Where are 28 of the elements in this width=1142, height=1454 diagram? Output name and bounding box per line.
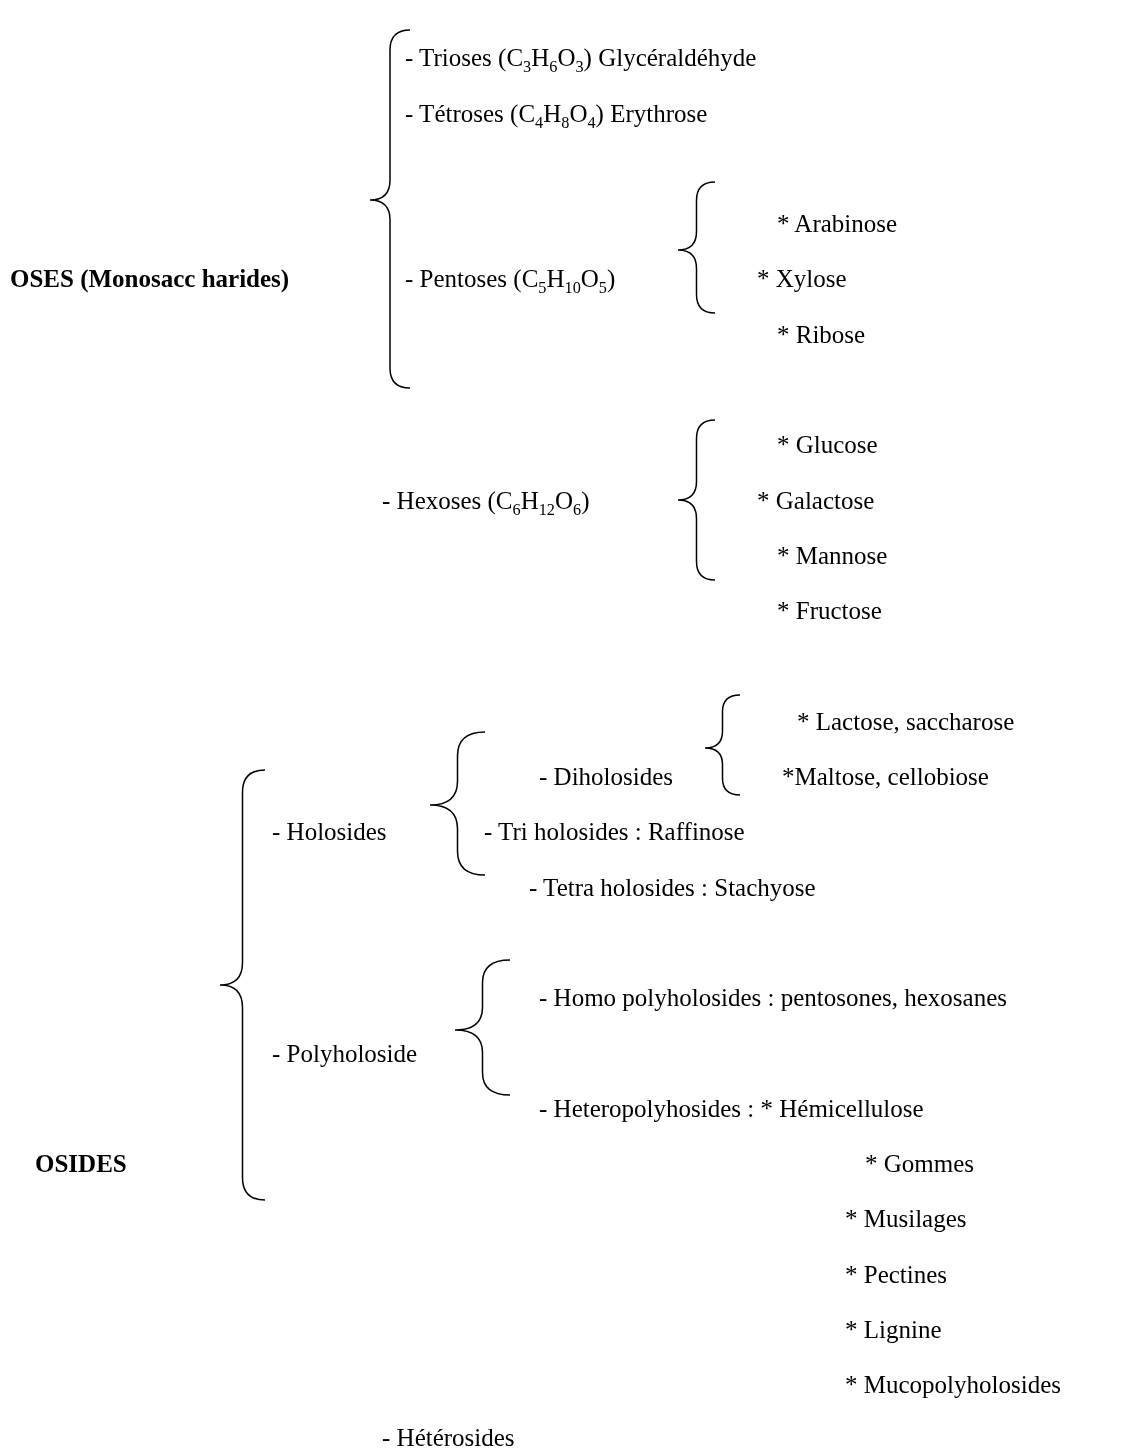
class-label: * Arabinose <box>777 209 898 239</box>
class-label: - Homo polyholosides : pentosones, hexosanes <box>539 983 1007 1013</box>
class-label: * Fructose <box>777 596 882 626</box>
class-label: * Lignine <box>845 1315 942 1345</box>
class-label: *Maltose, cellobiose <box>782 762 989 792</box>
class-label: * Xylose <box>757 264 847 294</box>
class-label: * Mannose <box>777 541 888 571</box>
class-label: - Tétroses (C$_{4}$H$_{8}$O$_{4}$) Erythrose <box>405 99 708 129</box>
class-label: * Musilages <box>845 1204 967 1234</box>
class-label: - Hétérosides <box>382 1423 515 1453</box>
class-label: - Trioses (C$_{3}$H$_{6}$O$_{3}$) Glycéraldéhyde <box>405 43 757 73</box>
class-label: * Mucopolyholosides <box>845 1370 1061 1400</box>
class-label: * Ribose <box>777 320 866 350</box>
category-heading: OSIDES <box>35 1149 127 1179</box>
class-label: - Diholosides <box>539 762 674 792</box>
class-label: - Tri holosides : Raffinose <box>484 817 745 847</box>
class-label: * Gommes <box>865 1149 975 1179</box>
class-label: - Pentoses (C$_{5}$H$_{10}$O$_{5}$) <box>405 264 616 294</box>
class-label: * Galactose <box>757 486 875 516</box>
category-heading: OSES (Monosacc harides) <box>10 264 290 294</box>
class-label: * Glucose <box>777 430 878 460</box>
class-label: - Heteropolyhosides : * Hémicellulose <box>539 1094 924 1124</box>
class-label: * Pectines <box>845 1260 948 1290</box>
class-label: - Tetra holosides : Stachyose <box>529 873 816 903</box>
class-label: - Hexoses (C$_{6}$H$_{12}$O$_{6}$) <box>382 486 590 516</box>
class-label: - Holosides <box>272 817 387 847</box>
class-label: - Polyholoside <box>272 1039 418 1069</box>
class-label: * Lactose, saccharose <box>797 707 1015 737</box>
